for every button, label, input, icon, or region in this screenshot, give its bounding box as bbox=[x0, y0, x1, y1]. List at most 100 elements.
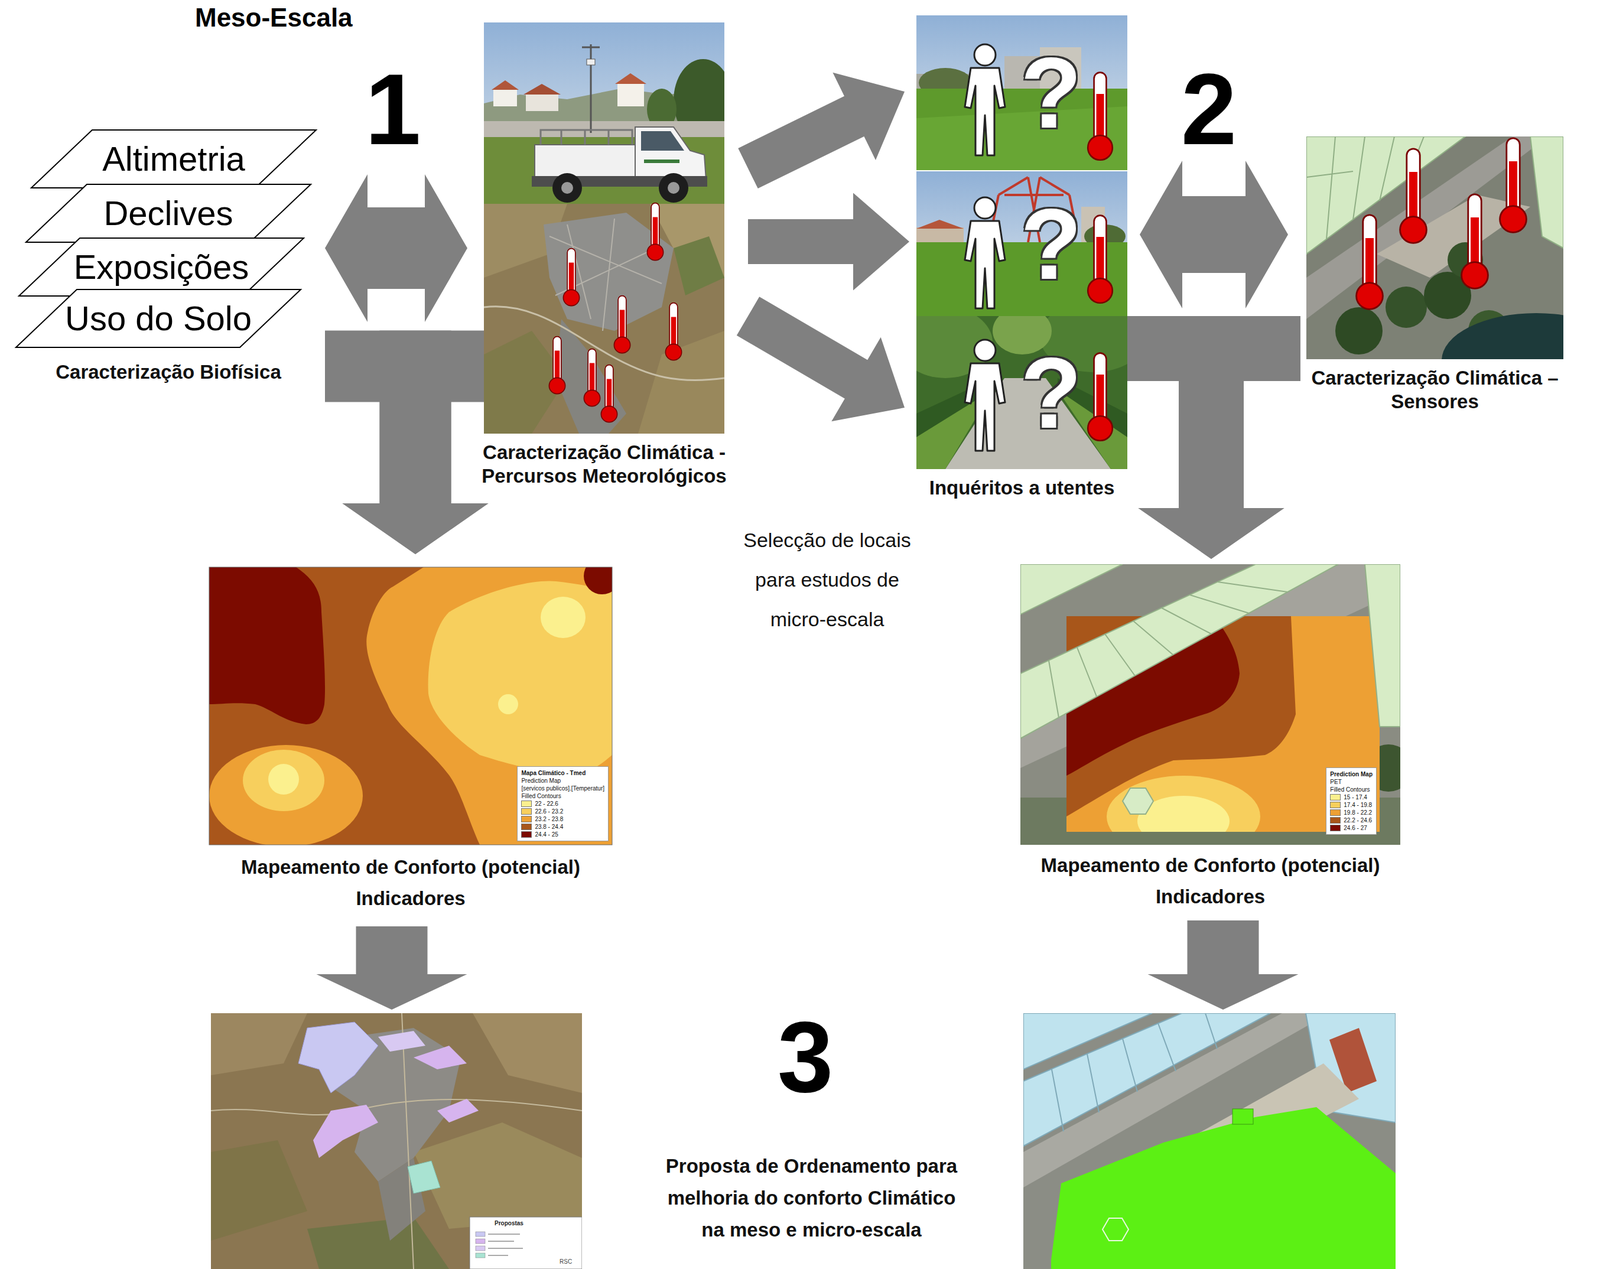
map-panel: PropostasRSC bbox=[210, 1013, 582, 1269]
illustration-part bbox=[916, 219, 964, 229]
illustration-part bbox=[964, 339, 1006, 451]
node-text: Uso do Solo bbox=[64, 298, 252, 338]
survey-photo: ? bbox=[916, 15, 1128, 171]
illustration-part bbox=[916, 15, 1128, 171]
legend-text: 15 - 17.4 bbox=[1343, 793, 1367, 802]
illustration-part bbox=[469, 1217, 582, 1269]
block-arrow bbox=[1139, 160, 1289, 309]
illustration-part bbox=[210, 1140, 308, 1241]
legend-swatch bbox=[521, 831, 532, 838]
legend-heading: Prediction Map bbox=[521, 776, 605, 785]
step-number: 3 bbox=[766, 1006, 844, 1108]
arrow-head bbox=[324, 174, 368, 323]
illustration-part bbox=[644, 159, 680, 164]
node-text: ? bbox=[1020, 42, 1082, 143]
illustration-part bbox=[916, 171, 1128, 317]
illustration-part bbox=[298, 1022, 379, 1094]
block-arrow bbox=[748, 316, 905, 422]
legend-swatch bbox=[521, 808, 532, 815]
illustration-part bbox=[916, 316, 1128, 470]
illustration-part bbox=[523, 83, 561, 95]
illustration-part bbox=[428, 580, 613, 776]
illustration-part bbox=[540, 596, 586, 639]
illustration-part bbox=[673, 236, 725, 296]
legend-heading: [servicos publicos].[Temperatur] bbox=[521, 784, 605, 793]
node-text: Caracterização Biofísica bbox=[55, 360, 282, 385]
block-arrow bbox=[324, 366, 489, 555]
illustration-part bbox=[613, 296, 630, 354]
illustration-part bbox=[525, 93, 559, 112]
illustration-part bbox=[475, 1238, 486, 1244]
illustration-part bbox=[581, 46, 600, 49]
node-text: Propostas bbox=[494, 1220, 524, 1228]
illustration-part bbox=[586, 59, 595, 65]
step-number: 2 bbox=[1170, 59, 1248, 160]
illustration-part bbox=[583, 349, 600, 407]
illustration-part bbox=[590, 44, 593, 133]
legend-text: 22 - 22.6 bbox=[534, 800, 558, 808]
illustration-part bbox=[242, 749, 325, 812]
illustration-part bbox=[378, 1031, 426, 1052]
node-text: Caracterização Climática – Sensores bbox=[1287, 366, 1583, 414]
illustration-part bbox=[1500, 138, 1527, 233]
block-arrow bbox=[342, 366, 489, 555]
illustration-part bbox=[617, 82, 645, 107]
node-text: Inquéritos a utentes bbox=[929, 476, 1115, 500]
illustration-part bbox=[1087, 215, 1113, 304]
label-anchor: Proposta de Ordenamento para melhoria do… bbox=[659, 1150, 964, 1247]
arrow-shaft bbox=[415, 366, 484, 504]
legend-row: 24.6 - 27 bbox=[1329, 824, 1373, 832]
illustration-part bbox=[483, 330, 568, 434]
arrow-head bbox=[342, 503, 489, 555]
legend-row: 23.2 - 23.8 bbox=[521, 815, 605, 824]
legend-row: 19.8 - 22.2 bbox=[1329, 808, 1373, 817]
arrow-shaft bbox=[1187, 920, 1260, 975]
illustration-part bbox=[483, 22, 725, 204]
legend-text: 23.8 - 24.4 bbox=[534, 823, 564, 831]
legend-text: 22.6 - 23.2 bbox=[534, 807, 564, 816]
parallelogram-shape bbox=[18, 238, 304, 297]
illustration-part bbox=[413, 1122, 582, 1229]
illustration-part bbox=[665, 303, 682, 361]
illustration-part bbox=[493, 88, 517, 107]
illustration-part bbox=[1356, 215, 1384, 310]
illustration-part bbox=[210, 1013, 582, 1269]
illustration-part bbox=[209, 745, 363, 845]
illustration-part bbox=[491, 80, 519, 90]
illustration-part bbox=[1048, 581, 1288, 718]
illustration-part bbox=[1530, 136, 1564, 249]
legend-row: 15 - 17.4 bbox=[1329, 793, 1373, 802]
node-text: Exposições bbox=[73, 247, 250, 287]
parallelogram-shape bbox=[25, 184, 311, 243]
legend-swatch bbox=[1329, 794, 1341, 801]
illustration-part bbox=[964, 197, 1006, 309]
illustration-part bbox=[209, 567, 325, 725]
arrow-head bbox=[424, 174, 468, 323]
legend-heading: Mapa Climático - Tmed bbox=[521, 769, 605, 777]
illustration-part bbox=[1102, 1218, 1129, 1241]
illustration-part bbox=[1020, 564, 1123, 615]
legend-row: 22.2 - 24.6 bbox=[1329, 816, 1373, 825]
arrow-shaft bbox=[748, 316, 857, 380]
note-text: Selecção de locais para estudos de micro… bbox=[732, 520, 922, 640]
illustration-part bbox=[210, 1013, 308, 1076]
arrow-head bbox=[1139, 160, 1183, 309]
block-arrow bbox=[748, 72, 905, 169]
illustration-part bbox=[313, 1104, 379, 1159]
illustration-part bbox=[1023, 1013, 1396, 1269]
layer-parallelogram: Altimetria bbox=[30, 129, 317, 189]
layer-parallelogram: Exposições bbox=[18, 237, 305, 297]
illustration-part bbox=[964, 44, 1006, 156]
legend-row: 22.6 - 23.2 bbox=[521, 807, 605, 816]
illustration-part bbox=[437, 1098, 479, 1123]
label-anchor: 3 bbox=[766, 1006, 844, 1108]
illustration-part bbox=[475, 1231, 486, 1237]
arrow-head bbox=[1138, 508, 1285, 559]
legend-text: 19.8 - 22.2 bbox=[1343, 808, 1372, 817]
survey-photo: ? bbox=[916, 316, 1128, 470]
block-arrow bbox=[324, 174, 468, 323]
illustration-part bbox=[1461, 194, 1489, 289]
node-text: Caracterização Climática - Percursos Met… bbox=[456, 440, 753, 489]
illustration-part bbox=[583, 567, 613, 595]
